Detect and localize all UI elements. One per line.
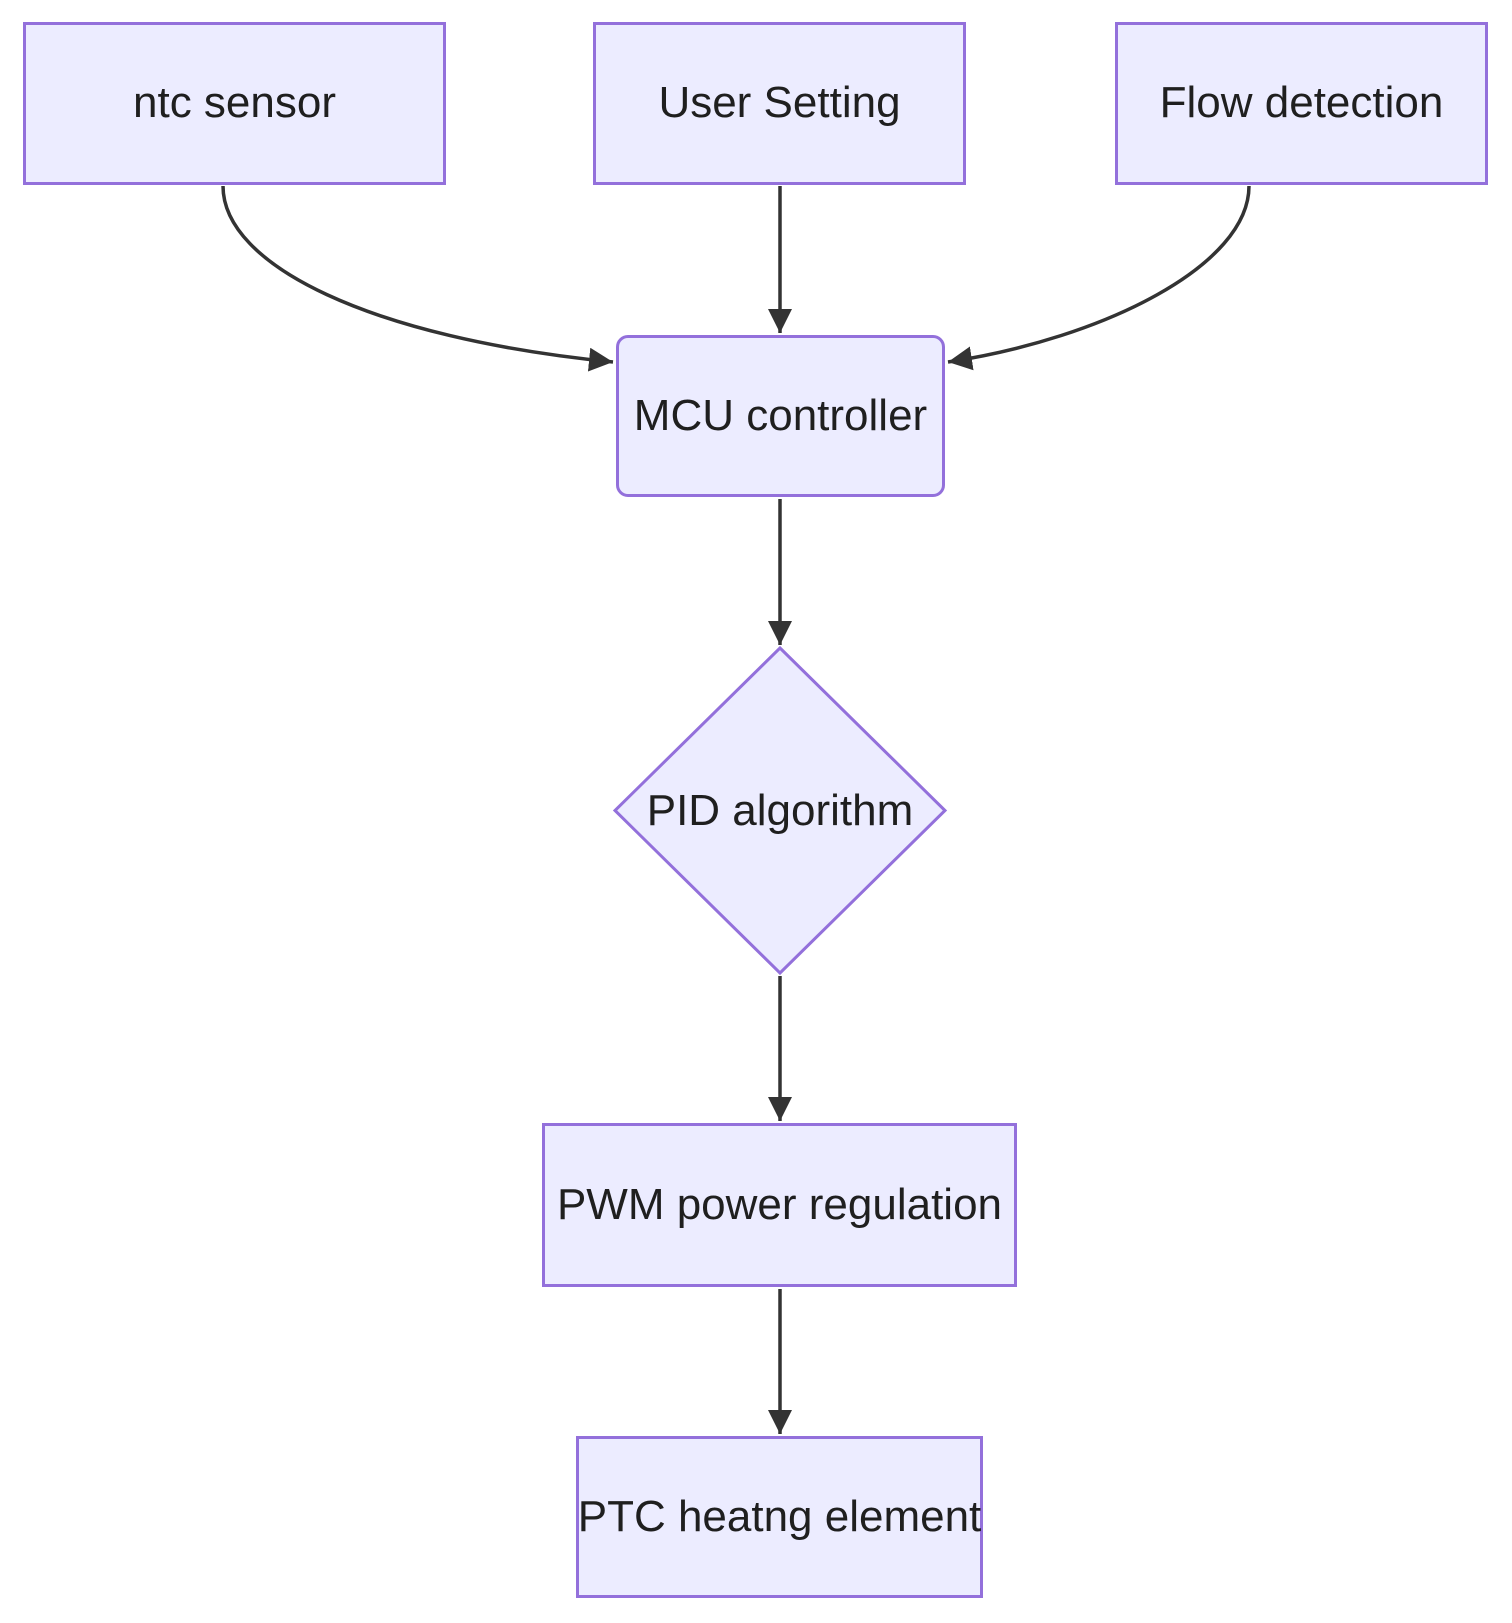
node-mcu-controller: MCU controller	[616, 335, 945, 497]
node-pwm-power-regulation: PWM power regulation	[542, 1123, 1017, 1287]
node-flow-detection-label: Flow detection	[1159, 78, 1444, 128]
edge-ntc-sensor-to-mcu	[221, 185, 614, 372]
node-pwm-power-regulation-label: PWM power regulation	[556, 1179, 1003, 1229]
node-user-setting: User Setting	[593, 22, 966, 185]
node-ptc-heating-element: PTC heatng element	[576, 1436, 983, 1598]
node-ntc-sensor-label: ntc sensor	[133, 78, 336, 128]
node-pid-algorithm: PID algorithm	[615, 648, 945, 973]
node-pid-algorithm-label: PID algorithm	[646, 785, 914, 835]
edge-flow-detection-to-mcu	[947, 185, 1251, 371]
node-flow-detection: Flow detection	[1115, 22, 1488, 185]
node-mcu-controller-label: MCU controller	[633, 390, 928, 440]
node-pid-algorithm-shape	[612, 645, 948, 976]
node-user-setting-label: User Setting	[658, 78, 901, 128]
node-ptc-heating-element-label: PTC heatng element	[577, 1491, 982, 1541]
node-ntc-sensor: ntc sensor	[23, 22, 446, 185]
diamond-icon	[612, 645, 948, 976]
